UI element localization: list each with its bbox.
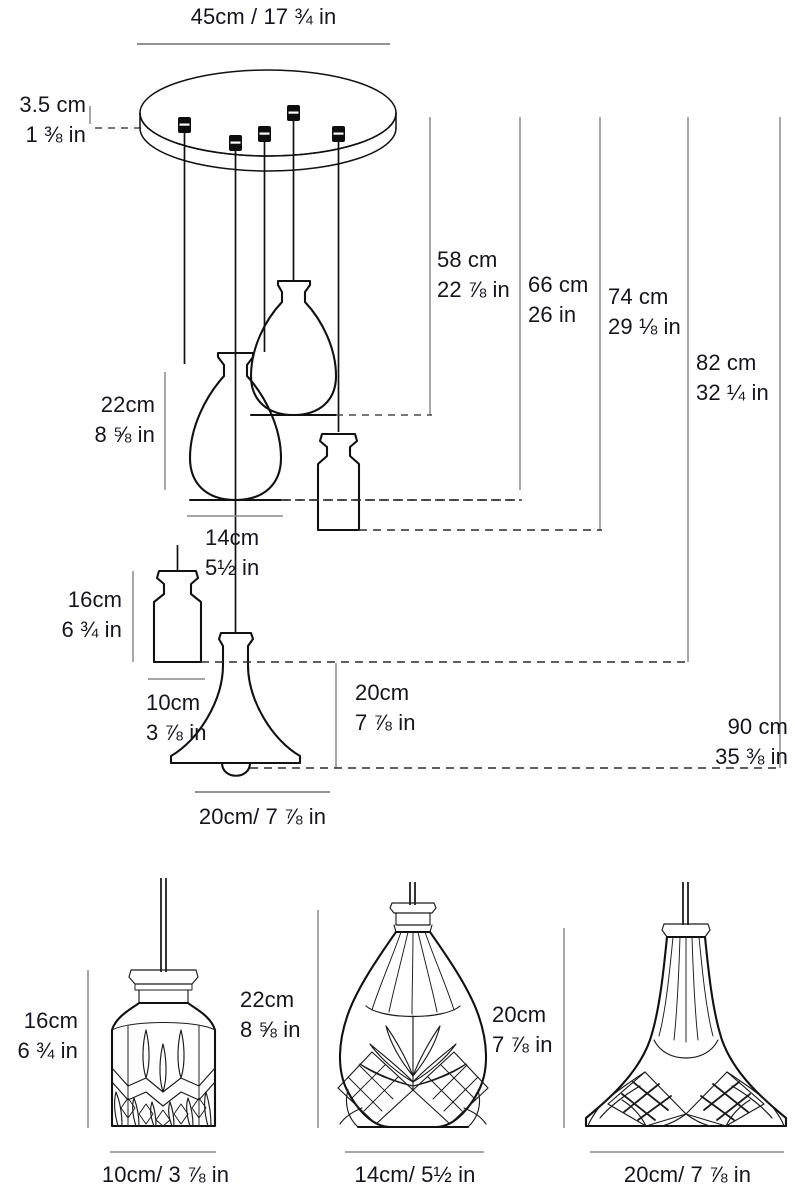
- detail-1-height-cm: 16cm: [23, 1008, 78, 1033]
- shade-square-left: [152, 545, 203, 664]
- detail-3-width-label: 20cm/ 7 ⅞ in: [623, 1162, 752, 1187]
- drop-dimension-lines: [429, 117, 781, 768]
- cable-grips: [178, 105, 345, 151]
- drop-4-in: 32 ¼ in: [696, 380, 769, 405]
- teardrop-height-in: 8 ⅝ in: [94, 422, 155, 447]
- drop-2-cm: 66 cm: [528, 272, 589, 297]
- detail-3-height-label: 20cm 7 ⅞ in: [492, 1000, 553, 1060]
- drop-2-label: 66 cm 26 in: [528, 270, 588, 330]
- canopy-disc: [139, 69, 397, 172]
- detail-1-width-label: 10cm/ 3 ⅞ in: [101, 1162, 230, 1187]
- canopy-thickness-in: 1 ⅜ in: [25, 122, 86, 147]
- drop-5-label: 90 cm 35 ⅜ in: [628, 712, 788, 772]
- shade-square-right: [316, 432, 361, 532]
- square-height-cm: 16cm: [67, 587, 122, 612]
- detail-1-height-in: 6 ¾ in: [17, 1038, 78, 1063]
- detail-2-height-label: 22cm 8 ⅝ in: [240, 985, 301, 1045]
- detail-1-height-label: 16cm 6 ¾ in: [0, 1006, 78, 1066]
- drop-5-cm: 90 cm: [727, 714, 788, 739]
- drop-5-in: 35 ⅜ in: [715, 744, 788, 769]
- square-width-cm: 10cm: [146, 690, 201, 715]
- detail-2-height-in: 8 ⅝ in: [240, 1017, 301, 1042]
- detail-2-width-label: 14cm/ 5½ in: [354, 1162, 476, 1187]
- shade-cone-bottom: [169, 631, 302, 777]
- shade-teardrop-upper: [249, 279, 338, 417]
- square-width-label: 10cm 3 ⅞ in: [146, 688, 207, 748]
- canopy-thickness-label: 3.5 cm 1 ⅜ in: [0, 90, 86, 150]
- teardrop-height-cm: 22cm: [100, 392, 155, 417]
- teardrop-width-label: 14cm 5½ in: [205, 523, 259, 583]
- cone-height-cm: 20cm: [355, 680, 410, 705]
- detail-square-crystal-shade: [87, 878, 217, 1153]
- cone-width-label: 20cm/ 7 ⅞ in: [198, 804, 327, 829]
- canopy-thickness-leader: [89, 106, 148, 129]
- detail-3-height-cm: 20cm: [492, 1002, 547, 1027]
- square-width-in: 3 ⅞ in: [146, 720, 207, 745]
- drop-1-in: 22 ⅞ in: [437, 277, 510, 302]
- drop-1-label: 58 cm 22 ⅞ in: [437, 245, 510, 305]
- square-height-in: 6 ¾ in: [61, 617, 122, 642]
- pendant-cords: [183, 121, 340, 633]
- canopy-thickness-cm: 3.5 cm: [19, 92, 86, 117]
- detail-2-height-cm: 22cm: [240, 987, 295, 1012]
- cone-height-label: 20cm 7 ⅞ in: [355, 678, 416, 738]
- teardrop-width-in: 5½ in: [205, 555, 260, 580]
- shade-teardrop-left: [188, 351, 283, 502]
- drop-1-cm: 58 cm: [437, 247, 498, 272]
- detail-teardrop-crystal-shade: [317, 882, 489, 1153]
- drop-4-label: 82 cm 32 ¼ in: [696, 348, 769, 408]
- detail-cone-crystal-shade: [563, 882, 788, 1153]
- drop-3-label: 74 cm 29 ⅛ in: [608, 282, 681, 342]
- drop-3-in: 29 ⅛ in: [608, 314, 681, 339]
- drop-3-cm: 74 cm: [608, 284, 669, 309]
- teardrop-width-cm: 14cm: [205, 525, 260, 550]
- drop-4-cm: 82 cm: [696, 350, 757, 375]
- detail-3-height-in: 7 ⅞ in: [492, 1032, 553, 1057]
- square-height-label: 16cm 6 ¾ in: [0, 585, 122, 645]
- teardrop-height-label: 22cm 8 ⅝ in: [0, 390, 155, 450]
- canopy-width-label: 45cm / 17 ¾ in: [190, 4, 337, 29]
- drop-2-in: 26 in: [528, 302, 577, 327]
- cone-height-in: 7 ⅞ in: [355, 710, 416, 735]
